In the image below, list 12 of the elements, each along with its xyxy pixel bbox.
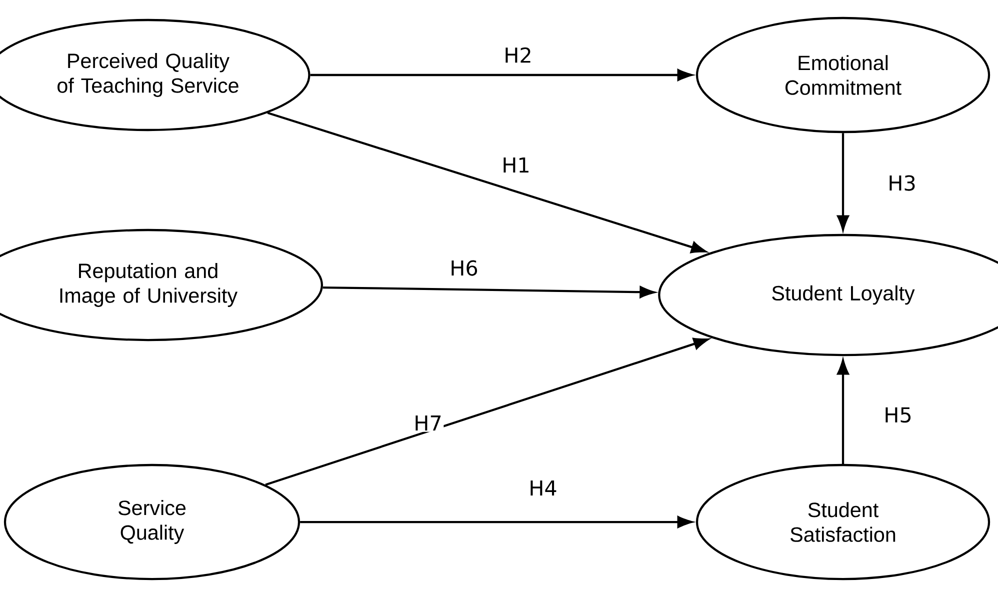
edge-label: H1	[500, 156, 532, 174]
edge-label: H6	[448, 258, 480, 278]
ellipse-node: Emotional Commitment	[696, 16, 990, 134]
edge-label: H5	[882, 406, 914, 424]
ellipse-node: Service Quality	[4, 464, 300, 580]
arrow	[265, 338, 709, 486]
ellipse-node: Student Satisfaction	[696, 464, 990, 580]
edge-label: H4	[527, 479, 559, 497]
edge-label: H7	[412, 414, 444, 432]
arrow	[267, 112, 706, 254]
edge-label: H3	[886, 174, 918, 192]
edge-label: H2	[502, 46, 534, 64]
